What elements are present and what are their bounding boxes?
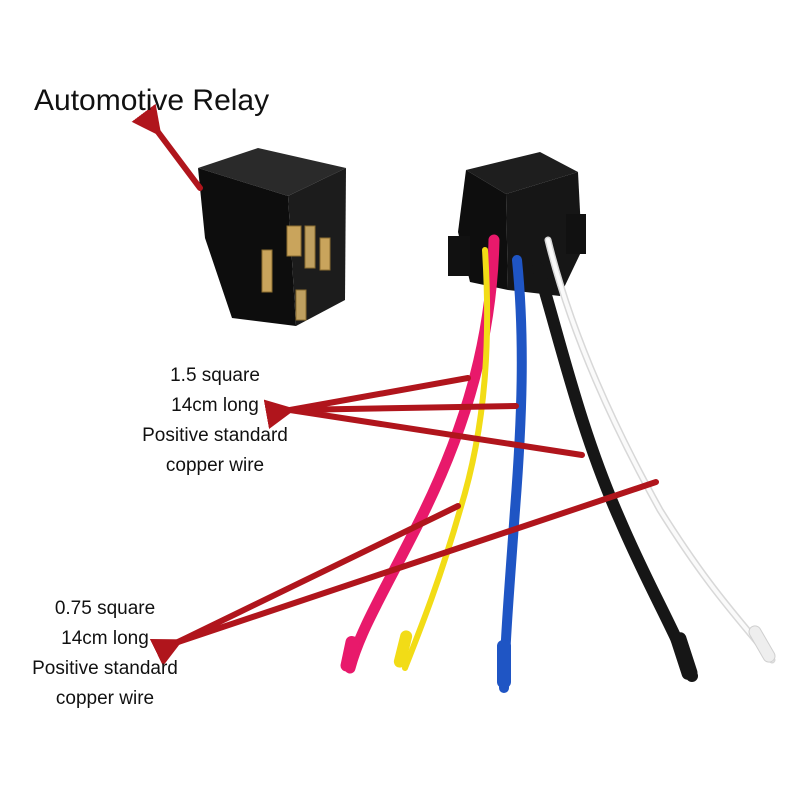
upper-spec-arrow bbox=[287, 403, 519, 413]
relay-top-face bbox=[198, 148, 346, 196]
spec-line: 14cm long bbox=[171, 395, 259, 416]
lower-spec-arrow bbox=[175, 479, 659, 645]
page-title: Automotive Relay bbox=[34, 84, 270, 117]
black-wire bbox=[532, 262, 698, 682]
blue-wire bbox=[499, 255, 527, 693]
relay-right-face bbox=[288, 168, 346, 326]
socket-clip bbox=[566, 214, 586, 254]
upper-wire-spec: 1.5 square 14cm long Positive standard c… bbox=[110, 361, 320, 481]
spec-line: 0.75 square bbox=[54, 598, 156, 619]
socket-body-side bbox=[506, 172, 582, 296]
spec-line: Positive standard bbox=[32, 658, 178, 679]
socket-top bbox=[466, 152, 578, 194]
relay-terminal bbox=[304, 225, 316, 269]
white-wire-terminal bbox=[748, 625, 776, 663]
upper-spec-arrow bbox=[263, 375, 471, 430]
white-wire-core bbox=[546, 238, 774, 662]
yellow-wire-terminal bbox=[393, 630, 413, 668]
yellow-wire bbox=[402, 247, 491, 671]
black-wire-terminal bbox=[670, 632, 698, 680]
socket-clip bbox=[448, 236, 470, 276]
relay-terminal bbox=[319, 237, 331, 271]
relay-terminal bbox=[295, 289, 307, 321]
relay-terminal bbox=[286, 225, 302, 257]
spec-line: 1.5 square bbox=[170, 365, 260, 386]
wires bbox=[340, 234, 776, 693]
lower-wire-spec: 0.75 square 14cm long Positive standard … bbox=[10, 594, 200, 714]
spec-line: 14cm long bbox=[61, 628, 149, 649]
spec-line: copper wire bbox=[55, 688, 155, 709]
relay bbox=[198, 148, 346, 326]
spec-line: copper wire bbox=[165, 455, 265, 476]
pink-wire-terminal bbox=[340, 636, 360, 672]
relay-terminal bbox=[261, 249, 273, 293]
relay-pointer-arrow bbox=[131, 103, 203, 191]
blue-wire-terminal bbox=[497, 640, 511, 688]
spec-line: Positive standard bbox=[142, 425, 288, 446]
lower-spec-arrow bbox=[149, 503, 461, 666]
arrows bbox=[131, 103, 659, 666]
upper-spec-arrow bbox=[287, 407, 585, 458]
